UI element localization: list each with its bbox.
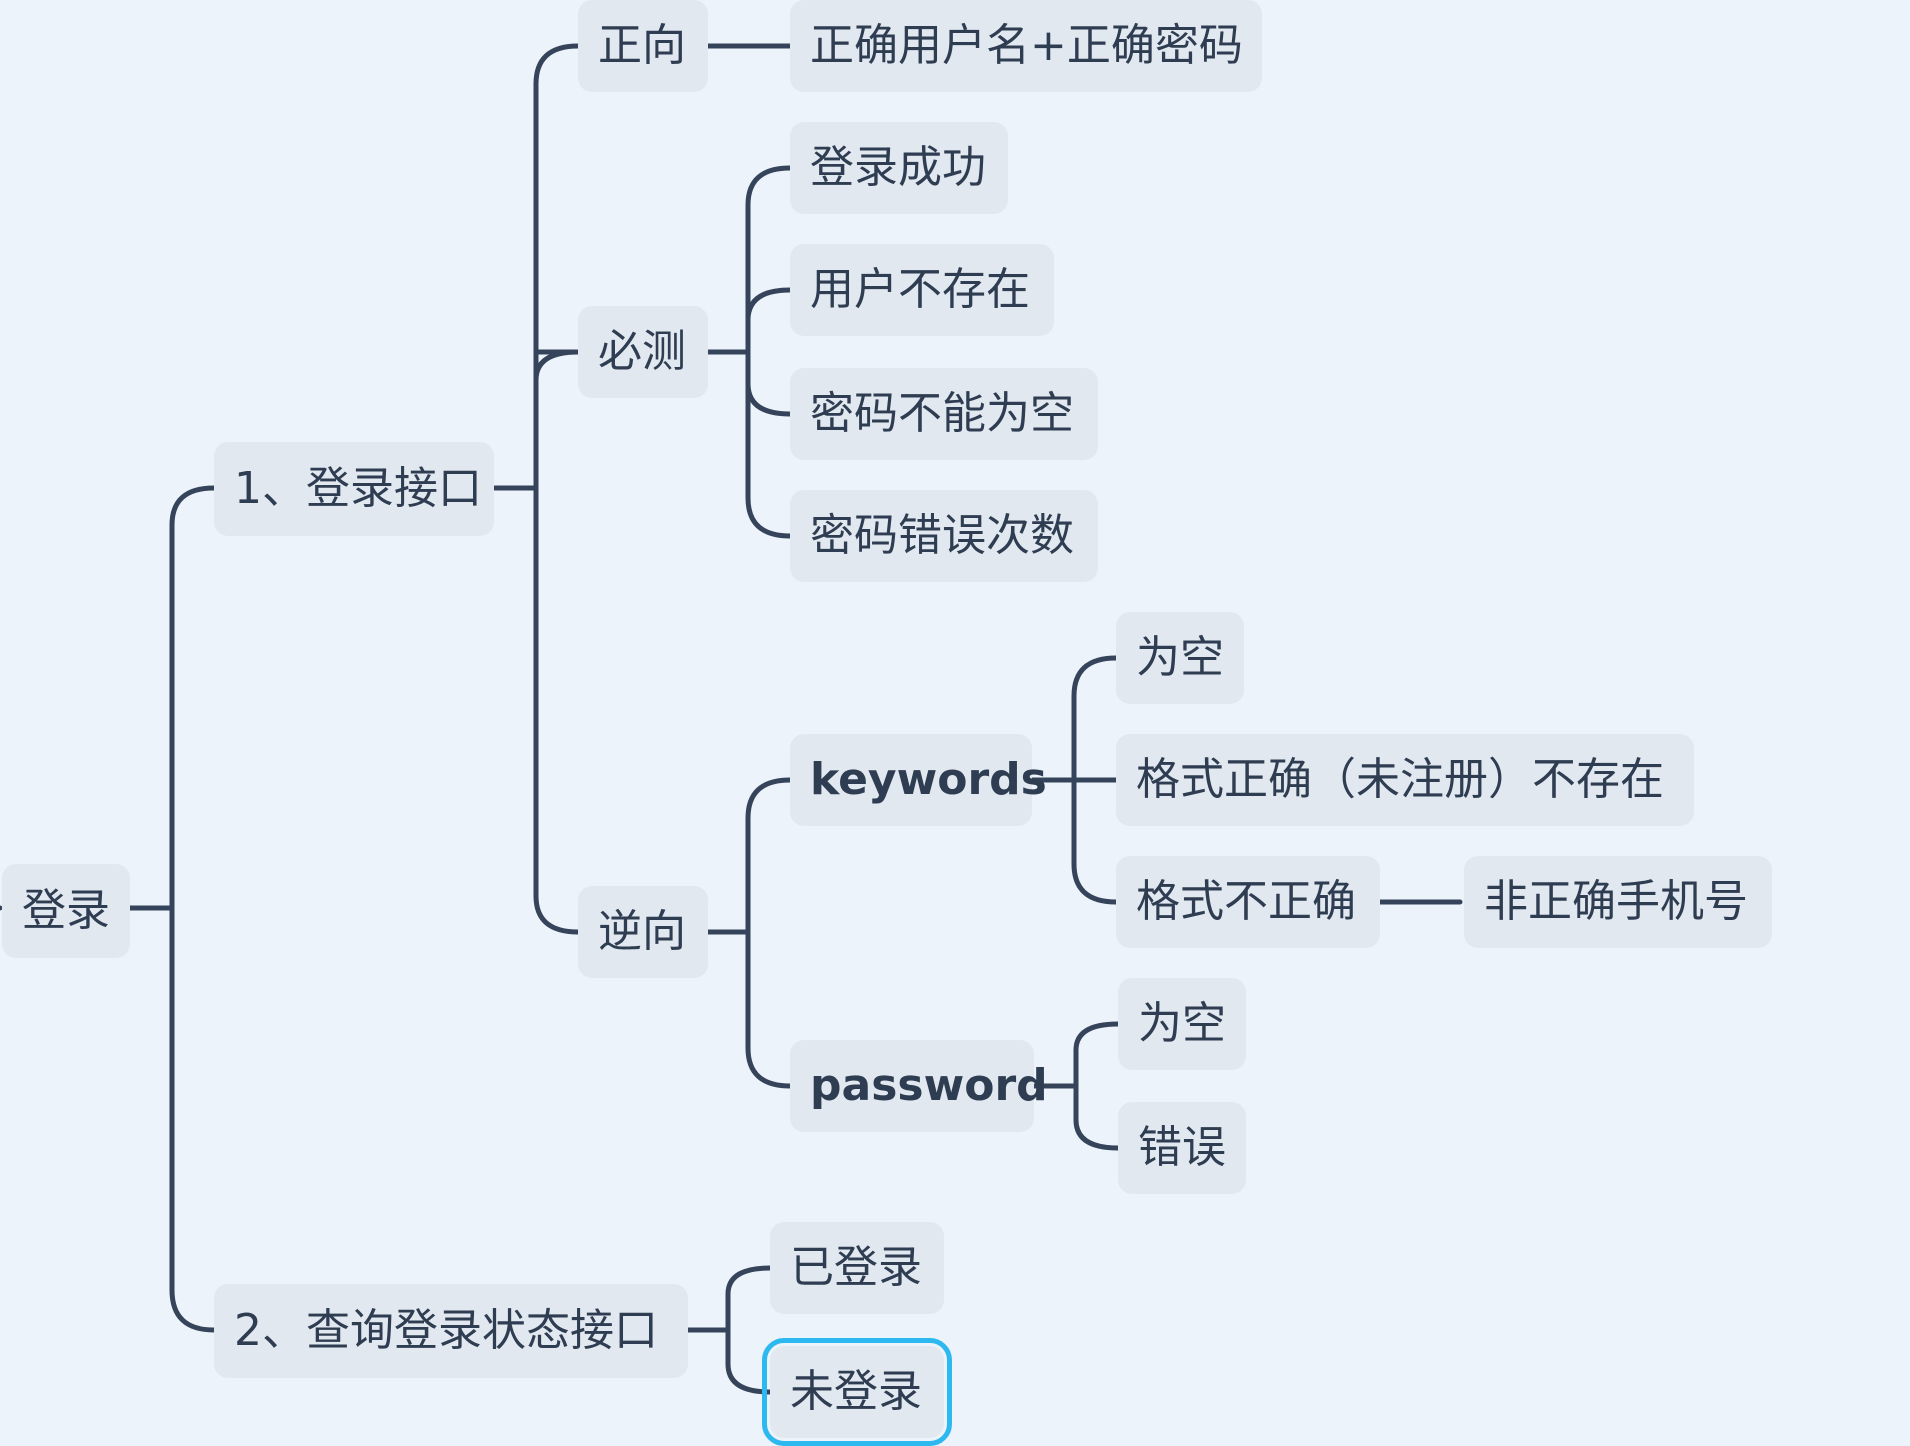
connector-login-api-must-curve — [533, 349, 581, 383]
node-keywords-invalid-format[interactable]: 格式不正确 — [1116, 856, 1380, 948]
node-keywords-invalid-phone[interactable]: 非正确手机号 — [1464, 856, 1772, 948]
node-login-success[interactable]: 登录成功 — [790, 122, 1008, 214]
node-logged-in[interactable]: 已登录 — [770, 1222, 944, 1314]
connector-reverse-branch — [745, 777, 793, 1089]
connector-password-branch — [1073, 1021, 1121, 1151]
node-root[interactable]: 登录 — [2, 864, 130, 958]
connector-must-3 — [745, 381, 793, 417]
node-password[interactable]: password — [790, 1040, 1048, 1132]
node-must-test[interactable]: 必测 — [578, 306, 708, 398]
connector-root-branch — [169, 485, 217, 1333]
connector-login-api-branch — [533, 43, 581, 935]
node-reverse[interactable]: 逆向 — [578, 886, 708, 978]
node-user-not-exist[interactable]: 用户不存在 — [790, 244, 1054, 336]
node-keywords[interactable]: keywords — [790, 734, 1047, 826]
node-not-logged-in[interactable]: 未登录 — [762, 1338, 952, 1446]
connector-query-branch — [725, 1265, 773, 1395]
node-password-error-count[interactable]: 密码错误次数 — [790, 490, 1098, 582]
node-password-empty[interactable]: 为空 — [1118, 978, 1246, 1070]
node-query-status-api[interactable]: 2、查询登录状态接口 — [214, 1284, 688, 1378]
node-password-not-empty[interactable]: 密码不能为空 — [790, 368, 1098, 460]
connector-must-2 — [745, 287, 793, 323]
node-keywords-empty[interactable]: 为空 — [1116, 612, 1244, 704]
node-login-api[interactable]: 1、登录接口 — [214, 442, 494, 536]
node-forward[interactable]: 正向 — [578, 0, 708, 92]
connector-must-branch — [745, 165, 793, 539]
node-forward-case[interactable]: 正确用户名+正确密码 — [790, 0, 1262, 92]
node-password-wrong[interactable]: 错误 — [1118, 1102, 1246, 1194]
node-keywords-valid-unregistered[interactable]: 格式正确（未注册）不存在 — [1116, 734, 1694, 826]
